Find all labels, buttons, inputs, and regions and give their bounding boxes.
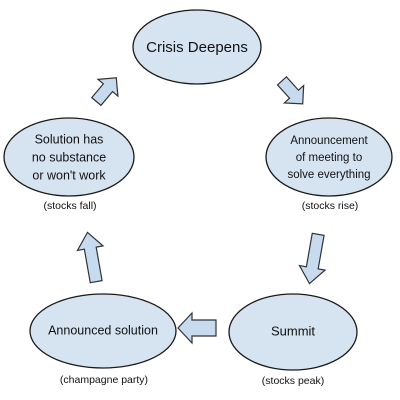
arrow-up-right-icon <box>90 77 119 107</box>
node-announced-solution-label: Announced solution <box>48 323 158 337</box>
arrow-down-right-icon <box>276 75 305 105</box>
arrow-left-icon <box>177 311 217 345</box>
node-summit: Summit (stocks peak) <box>228 293 358 387</box>
node-solution-no-substance-caption: (stocks fall) <box>43 200 96 212</box>
node-solution-no-substance: Solution has no substance or won't work … <box>3 117 135 212</box>
node-announced-solution-ellipse <box>29 293 177 369</box>
node-announcement: Announcement of meeting to solve everyth… <box>265 117 393 212</box>
node-solution-no-substance-line-2: no substance <box>32 150 106 164</box>
node-announcement-line-3: solve everything <box>287 169 370 181</box>
arrow-down-icon-right <box>298 232 327 285</box>
node-solution-no-substance-line-1: Solution has <box>35 132 104 146</box>
node-summit-caption: (stocks peak) <box>262 375 324 387</box>
node-announcement-line-1: Announcement <box>290 135 368 147</box>
node-announced-solution: Announced solution (champagne party) <box>29 293 177 386</box>
arrows <box>76 75 327 345</box>
arrow-up-icon-left <box>76 231 105 284</box>
node-summit-label: Summit <box>271 323 315 338</box>
node-announcement-line-2: of meeting to <box>296 152 362 164</box>
node-summit-ellipse <box>228 293 358 371</box>
node-crisis-deepens-ellipse <box>132 9 262 85</box>
node-announced-solution-caption: (champagne party) <box>60 374 148 386</box>
node-announcement-ellipse <box>265 117 393 197</box>
node-crisis-deepens: Crisis Deepens <box>132 9 262 85</box>
node-announcement-caption: (stocks rise) <box>302 200 359 212</box>
node-solution-no-substance-ellipse <box>3 117 135 197</box>
node-crisis-deepens-label: Crisis Deepens <box>146 39 248 56</box>
node-solution-no-substance-line-3: or won't work <box>32 168 106 182</box>
